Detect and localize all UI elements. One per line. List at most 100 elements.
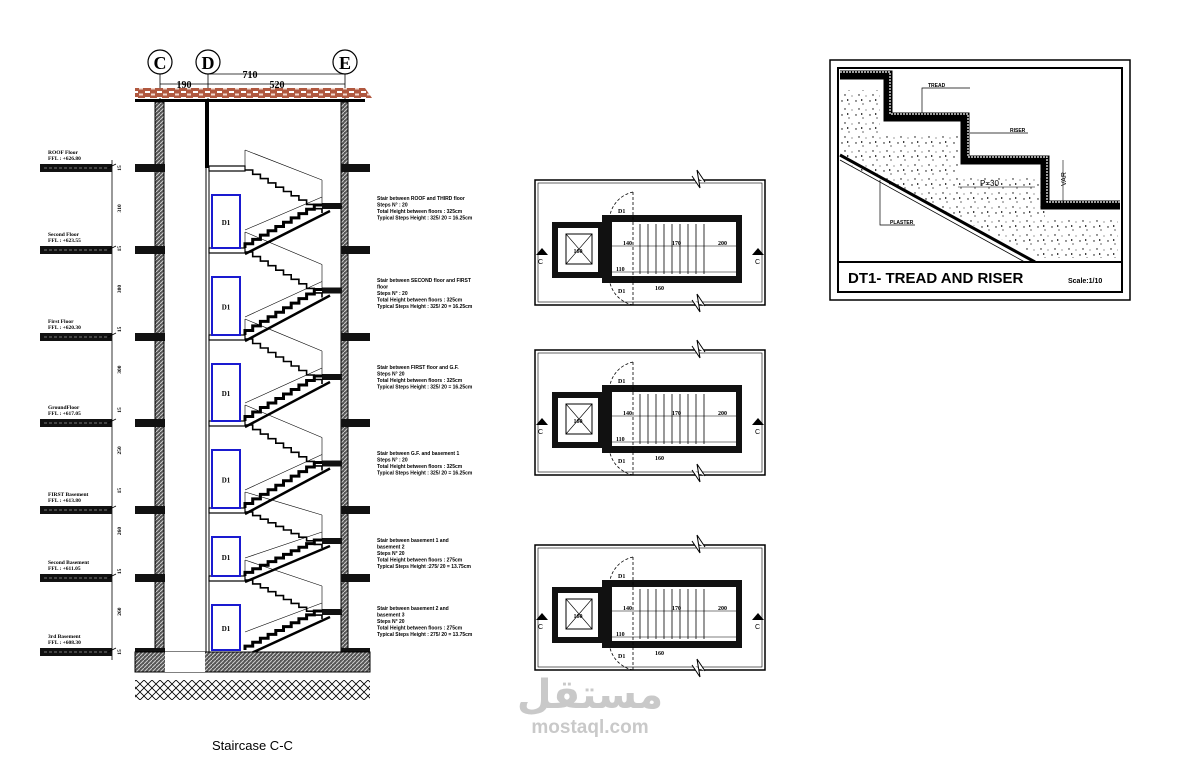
section-mark: C (755, 429, 760, 436)
plan-outline-inner (537, 547, 763, 668)
stair-note-line: Steps N° : 20 (377, 458, 408, 464)
plan-dim: 200 (718, 241, 727, 247)
floor-ffl: FFL : +613.80 (48, 498, 81, 504)
level-dim: 15 (117, 568, 123, 574)
door-label: D1 (618, 209, 625, 215)
watermark-arabic: مستقل (516, 672, 664, 718)
stair-run (640, 392, 710, 446)
floor-ffl: FFL : +611.05 (48, 566, 81, 572)
slab (135, 333, 165, 341)
floor-name: Second Floor (48, 232, 80, 238)
roof-tiles (135, 88, 372, 98)
stair-flight-cut (243, 609, 322, 650)
section-arrow-icon (752, 613, 764, 620)
level-dim: 15 (117, 649, 123, 655)
label-plaster: PLASTER (890, 220, 914, 226)
stair-note-line: Steps N° : 20 (377, 291, 408, 297)
stair-waist (244, 467, 331, 516)
handrail (244, 404, 323, 438)
stair-flight (245, 169, 323, 213)
slab (135, 164, 165, 172)
plan-dim: 140 (623, 241, 632, 247)
stair-note-line: floor (377, 285, 388, 291)
plaster-line (839, 153, 1036, 264)
dim-tick (107, 245, 117, 251)
door-label: D1 (222, 477, 231, 485)
level-dim: 15 (117, 165, 123, 171)
break-line (691, 658, 706, 678)
leader (921, 87, 970, 113)
stair-note-line: Typical Steps Height : 325/ 20 = 16.25cm (377, 385, 473, 391)
break-line (691, 339, 706, 359)
section-arrow-icon (752, 248, 764, 255)
door-d1 (211, 363, 241, 422)
stair-flight-cut (243, 461, 322, 508)
floor-name: FIRST Basement (48, 492, 89, 498)
slab (341, 419, 370, 427)
dim-tick (107, 418, 117, 424)
stair-flight (245, 251, 323, 298)
stair-note-line: Steps N° 20 (377, 551, 405, 557)
slab (135, 246, 165, 254)
grid-label: E (339, 53, 351, 73)
stair-note-line: Steps N° 20 (377, 619, 405, 625)
stair-note-line: Stair between basement 1 and (377, 538, 449, 544)
plan-dim: 110 (616, 632, 625, 638)
stair-note-line: Total Height between floors : 325cm (377, 464, 463, 470)
dim-tick (107, 505, 117, 511)
plan-dim: 160 (574, 419, 583, 425)
stair-note-line: Typical Steps Height : 325/ 20 = 16.25cm (377, 216, 473, 222)
stair-note-line: basement 2 (377, 545, 405, 551)
slab (135, 419, 165, 427)
plan-dim: 170 (672, 411, 681, 417)
door-label: D1 (618, 459, 625, 465)
stair-note-line: Total Height between floors : 325cm (377, 209, 463, 215)
plan-dim: 110 (616, 437, 625, 443)
slab (341, 333, 370, 341)
handrail (244, 367, 323, 404)
level-dim: 15 (117, 326, 123, 332)
stair-note-line: Steps N° 20 (377, 372, 405, 378)
section-arrow-icon (536, 613, 548, 620)
stair-note-line: Typical Steps Height :275/ 20 = 13.75cm (377, 564, 472, 570)
door-label: D1 (222, 625, 231, 633)
section-title: Staircase C-C (212, 738, 293, 753)
plan-dim: 200 (718, 606, 727, 612)
stair-note-line: Total Height between floors : 275cm (377, 558, 463, 564)
stair-flight (245, 511, 323, 548)
elevator-cross (565, 403, 593, 435)
handrail (244, 149, 323, 181)
dim-tick (107, 573, 117, 579)
handrail (244, 531, 323, 559)
door-label: D1 (618, 289, 625, 295)
stair-flight (245, 338, 323, 384)
handrail (244, 281, 323, 318)
section-mark: C (538, 259, 543, 266)
detail-title: DT1- TREAD AND RISER (848, 270, 1023, 287)
stair-note-line: Total Height between floors : 325cm (377, 378, 463, 384)
floor-ffl: FFL : +617.05 (48, 411, 81, 417)
label-var: VAR (1061, 172, 1068, 186)
plan-dim: 160 (655, 286, 664, 292)
dim-tick (107, 163, 117, 169)
handrail (244, 196, 323, 231)
door-d1 (211, 536, 241, 577)
plan-dim: 160 (574, 614, 583, 620)
stair-note-line: Stair between basement 2 and (377, 606, 449, 612)
section-arrow-icon (536, 248, 548, 255)
handrail (244, 491, 323, 516)
column-c (154, 101, 165, 653)
level-dim: 300 (117, 285, 123, 294)
mid-landing (322, 609, 342, 615)
mid-landing (322, 374, 342, 380)
stair-flight (245, 424, 323, 471)
watermark: مستقل mostaql.com (500, 672, 680, 738)
floor-name: First Floor (48, 319, 74, 325)
column-d (205, 102, 209, 168)
floor-name: GroundFloor (48, 405, 80, 411)
stair-waist (244, 544, 331, 584)
stair-note-line: Steps N° : 20 (377, 203, 408, 209)
shaft (165, 102, 205, 672)
